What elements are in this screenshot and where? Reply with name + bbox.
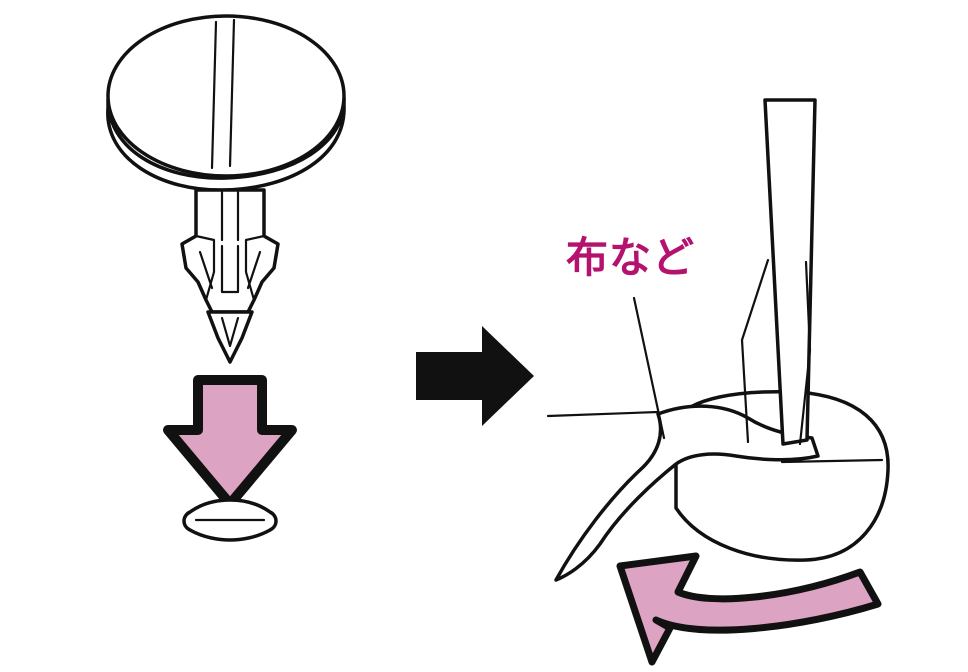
arrow-right-icon — [416, 326, 534, 426]
arrow-down-icon — [163, 375, 297, 509]
cloth-label: 布など — [566, 233, 696, 282]
rotate-arrow-icon — [616, 552, 882, 666]
pry-scene — [546, 98, 890, 582]
push-clip-icon — [106, 14, 346, 364]
clip-base-icon — [182, 498, 278, 542]
